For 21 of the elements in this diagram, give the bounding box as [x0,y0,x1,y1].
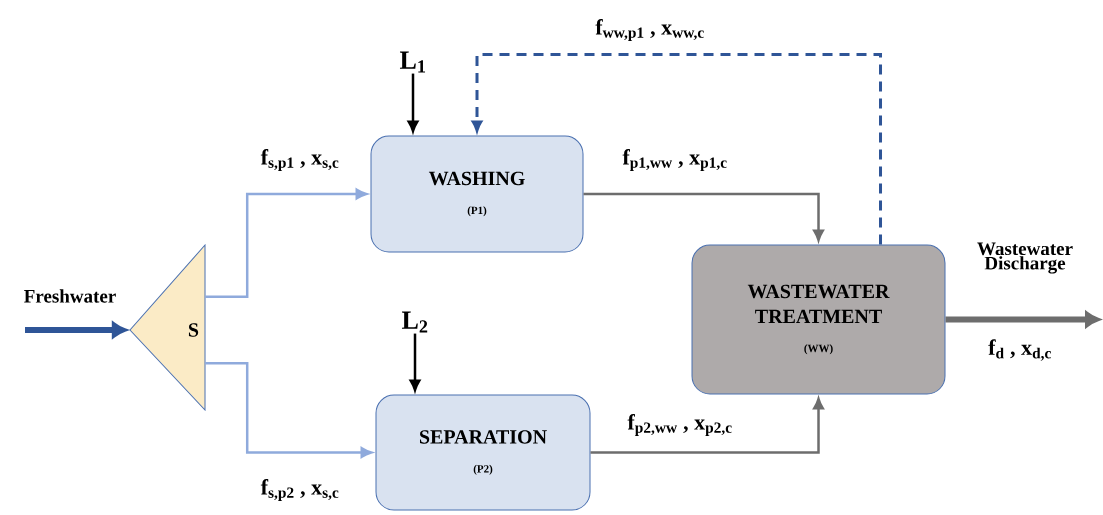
edge-label: f$_{p1,ww}$ , x$_{p1,c}$ [621,148,729,172]
flow-arrow [25,322,127,338]
edge-label: f$_{p2,ww}$ , x$_{p2,c}$ [626,413,734,437]
edge-label: f$_{s,p2}$ , x$_{s,c}$ [259,478,341,502]
recycle-arrow [471,53,882,245]
edge-label: f$_{s,p1}$ , x$_{s,c}$ [259,148,341,172]
splitter-triangle: S [129,244,206,411]
process-box: SEPARATION (P2) [375,394,591,511]
process-box: WASHING (P1) [370,135,584,253]
input-label: L$_{1}$ [399,51,426,73]
flow-arrow [590,397,824,454]
edge-label: f$_{d}$ , x$_{d,c}$ [987,338,1053,362]
flow-arrow [945,311,1100,328]
flow-arrow [409,333,421,392]
flow-arrow [407,73,419,133]
outlet-label: Wastewater Discharge [977,242,1073,274]
edge-label: Freshwater [22,288,118,304]
edge-label: f$_{ww,p1}$ , x$_{ww,c}$ [594,18,706,42]
process-box: WASTEWATER TREATMENT (WW) [691,244,946,395]
flow-arrow [205,188,368,299]
input-label: L$_{2}$ [401,311,428,333]
